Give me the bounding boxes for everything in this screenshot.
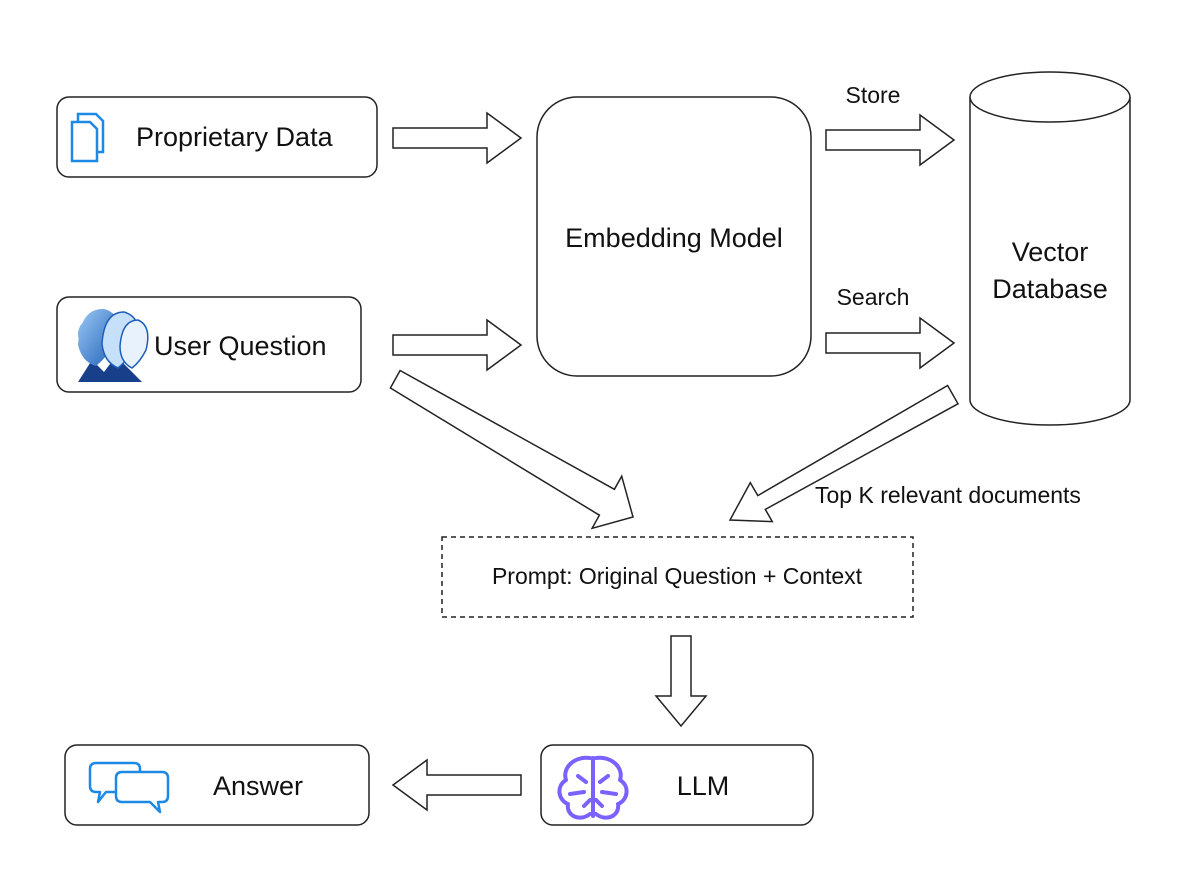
top-k-label: Top K relevant documents <box>815 482 1081 508</box>
arrow-question-to-embedding <box>392 318 523 372</box>
arrow-search <box>825 316 956 370</box>
store-label: Store <box>846 82 901 108</box>
embedding-model-label: Embedding Model <box>565 223 783 253</box>
embedding-model-node: Embedding Model <box>536 96 812 377</box>
prompt-node: Prompt: Original Question + Context <box>441 536 914 618</box>
user-question-node: User Question <box>56 296 362 393</box>
vector-database-node: Vector Database <box>969 71 1131 426</box>
brain-icon <box>557 755 629 820</box>
vector-database-label-line2: Database <box>992 274 1108 304</box>
arrow-store <box>825 113 956 167</box>
arrow-topk-to-prompt <box>728 384 960 523</box>
llm-label: LLM <box>677 771 730 801</box>
llm-node: LLM <box>540 744 814 826</box>
proprietary-data-label: Proprietary Data <box>136 122 334 152</box>
documents-icon <box>70 112 105 163</box>
users-icon <box>78 308 149 382</box>
answer-node: Answer <box>64 744 370 826</box>
vector-database-label-line1: Vector <box>1012 237 1089 267</box>
arrow-data-to-embedding <box>392 111 523 165</box>
arrow-llm-to-answer <box>391 758 522 812</box>
search-label: Search <box>837 284 910 310</box>
proprietary-data-node: Proprietary Data <box>56 96 378 178</box>
chat-bubbles-icon <box>88 761 170 814</box>
prompt-label: Prompt: Original Question + Context <box>492 563 863 589</box>
arrow-question-to-prompt <box>389 369 634 530</box>
arrow-prompt-to-llm <box>654 635 708 728</box>
user-question-label: User Question <box>154 331 327 361</box>
answer-label: Answer <box>213 771 303 801</box>
